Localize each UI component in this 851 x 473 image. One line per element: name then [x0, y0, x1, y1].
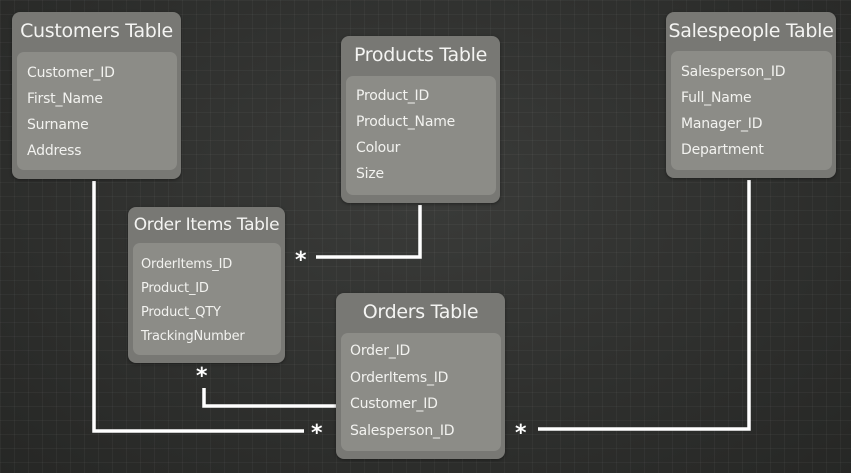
field-size: Size [356, 166, 384, 182]
orders-table-fields: Order_ID OrderItems_ID Customer_ID Sales… [341, 333, 501, 451]
salespeople-table[interactable]: Salespeople Table Salesperson_ID Full_Na… [666, 12, 836, 178]
field-salesperson-id: Salesperson_ID [681, 64, 786, 80]
field-full-name: Full_Name [681, 90, 752, 106]
many-marker-salespeople-orders: * [515, 421, 527, 446]
many-marker-orderitems-orders: * [196, 364, 208, 389]
connector-products-orderitems [316, 205, 422, 259]
many-marker-customers-orders: * [311, 421, 323, 446]
field-first-name: First_Name [27, 91, 103, 107]
customers-table[interactable]: Customers Table Customer_ID First_Name S… [12, 12, 181, 179]
field-manager-id: Manager_ID [681, 116, 763, 132]
field-department: Department [681, 142, 764, 158]
field-colour: Colour [356, 140, 401, 156]
products-table-fields: Product_ID Product_Name Colour Size [346, 76, 496, 195]
field-product-qty: Product_QTY [141, 305, 221, 320]
orders-table-title: Orders Table [362, 301, 479, 323]
many-marker-products-orderitems: * [295, 248, 307, 273]
field-tracking-number: TrackingNumber [141, 329, 245, 344]
field-customer-id: Customer_ID [350, 396, 438, 412]
salespeople-table-title: Salespeople Table [668, 20, 834, 42]
field-surname: Surname [27, 117, 89, 133]
field-order-id: Order_ID [350, 343, 411, 359]
field-salesperson-id: Salesperson_ID [350, 422, 455, 439]
order-items-table-fields: OrderItems_ID Product_ID Product_QTY Tra… [133, 243, 281, 355]
field-product-id: Product_ID [141, 281, 209, 296]
field-orderitems-id: OrderItems_ID [350, 369, 449, 386]
field-product-name: Product_Name [356, 114, 456, 130]
customers-table-fields: Customer_ID First_Name Surname Address [17, 52, 177, 170]
salespeople-table-fields: Salesperson_ID Full_Name Manager_ID Depa… [671, 51, 832, 170]
field-customer-id: Customer_ID [27, 65, 115, 81]
products-table[interactable]: Products Table Product_ID Product_Name C… [341, 36, 500, 203]
customers-table-title: Customers Table [20, 20, 173, 42]
field-product-id: Product_ID [356, 88, 430, 104]
connector-salespeople-orders [538, 180, 751, 431]
field-address: Address [27, 143, 82, 159]
products-table-title: Products Table [353, 44, 487, 66]
field-orderitems-id: OrderItems_ID [141, 257, 233, 272]
connector-orderitems-orders [202, 388, 336, 408]
order-items-table-title: Order Items Table [133, 215, 280, 235]
order-items-table[interactable]: Order Items Table OrderItems_ID Product_… [128, 207, 285, 363]
orders-table[interactable]: Orders Table Order_ID OrderItems_ID Cust… [336, 293, 505, 459]
